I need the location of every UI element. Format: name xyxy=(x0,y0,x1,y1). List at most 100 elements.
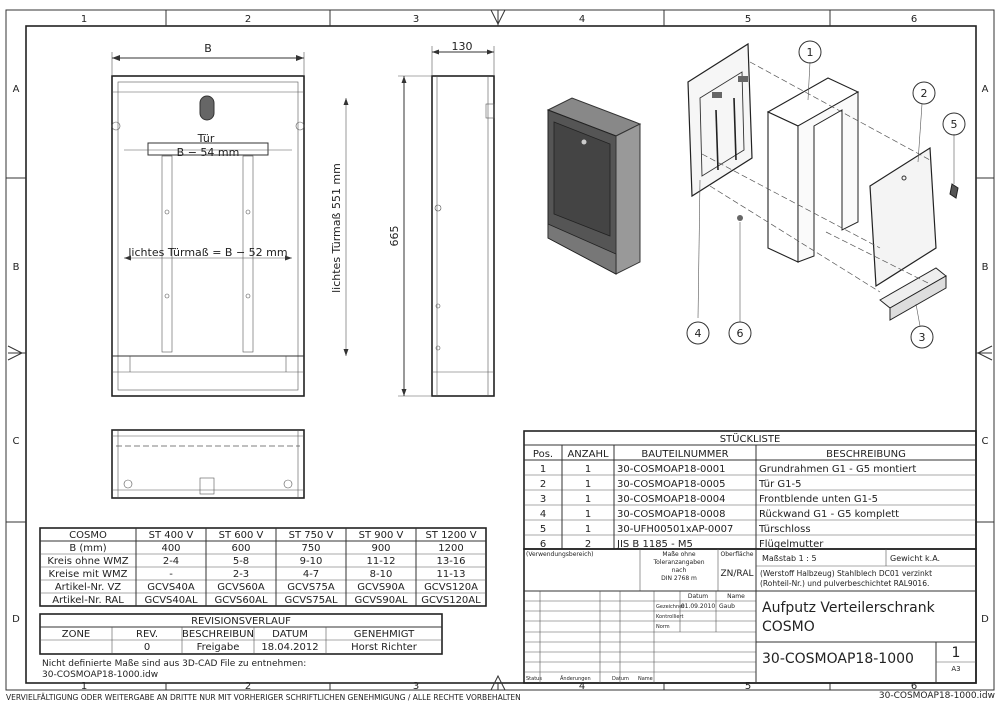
zone-col-4-bottom: 4 xyxy=(579,681,585,692)
parts-row-pos: 6 xyxy=(540,539,546,550)
surface-value: ZN/RAL xyxy=(721,569,754,579)
zone-col-1-bottom: 1 xyxy=(81,681,87,692)
material-line-1: (Werstoff Halbzeug) Stahlblech DC01 verz… xyxy=(760,569,932,578)
balloon-4: 4 xyxy=(695,327,702,340)
front-view xyxy=(111,52,349,397)
exploded-view xyxy=(686,40,966,349)
variant-cell: GCVS60AL xyxy=(214,595,267,606)
parts-row-desc: Flügelmutter xyxy=(759,539,824,550)
variant-cell: 8-10 xyxy=(370,569,393,580)
cabinet-isometric-view xyxy=(546,97,642,275)
sheet-format: A3 xyxy=(951,665,960,673)
parts-row-pos: 3 xyxy=(540,494,546,505)
sheet-number: 1 xyxy=(952,645,961,661)
revision-header: DATUM xyxy=(272,629,308,640)
parts-row-qty: 1 xyxy=(585,464,591,475)
variant-cell: 4-7 xyxy=(303,569,319,580)
revision-header: GENEHMIGT xyxy=(354,629,415,640)
zone-row-a: A xyxy=(13,84,20,95)
zone-col-1: 1 xyxy=(81,14,87,25)
revision-title: REVISIONSVERLAUF xyxy=(191,616,291,627)
zone-row-a-right: A xyxy=(982,84,989,95)
surface-label: Oberfläche xyxy=(721,551,754,558)
variant-cell: GCVS90AL xyxy=(354,595,407,606)
parts-row-number: 30-COSMOAP18-0004 xyxy=(617,494,726,505)
dim-width-b: B xyxy=(204,42,212,55)
variant-cell: GCVS60A xyxy=(217,582,265,593)
clear-width-label: lichtes Türmaß = B − 52 mm xyxy=(128,246,287,259)
file-name: 30-COSMOAP18-1000.idw xyxy=(879,691,995,701)
variant-header: COSMO xyxy=(69,530,107,541)
zone-col-5: 5 xyxy=(745,14,751,25)
revision-table xyxy=(39,613,443,655)
parts-row-qty: 1 xyxy=(585,479,591,490)
balloon-6: 6 xyxy=(737,327,744,340)
tolerance-4: DIN 2768 m xyxy=(661,575,697,582)
variant-header: ST 1200 V xyxy=(425,530,476,541)
drawn-label: Gezeichnet xyxy=(656,604,684,610)
variant-cell: GCVS40AL xyxy=(144,595,197,606)
status-name-label: Name xyxy=(638,676,653,682)
variant-cell: 9-10 xyxy=(300,556,323,567)
parts-header-qty: ANZAHL xyxy=(567,449,609,460)
variant-row-label: Kreis ohne WMZ xyxy=(47,556,128,567)
variant-cell: 600 xyxy=(231,543,250,554)
title-block xyxy=(523,548,977,684)
balloon-5: 5 xyxy=(951,118,958,131)
datum-label: Datum xyxy=(688,593,708,600)
variant-cell: GCVS75AL xyxy=(284,595,337,606)
drawn-date: 01.09.2010 xyxy=(681,603,716,610)
parts-row-number: 30-COSMOAP18-0008 xyxy=(617,509,726,520)
parts-row-desc: Rückwand G1 - G5 komplett xyxy=(759,509,899,520)
parts-row-pos: 2 xyxy=(540,479,546,490)
variant-cell: 2-4 xyxy=(163,556,179,567)
zone-row-b: B xyxy=(13,262,20,273)
variant-row-label: B (mm) xyxy=(69,543,106,554)
parts-header-number: BAUTEILNUMMER xyxy=(641,449,728,460)
balloon-2: 2 xyxy=(921,87,928,100)
variant-row-label: Artikel-Nr. RAL xyxy=(52,595,124,606)
parts-row-desc: Frontblende unten G1-5 xyxy=(759,494,878,505)
copyright-note: VERVIELFÄLTIGUNG ODER WEITERGABE AN DRIT… xyxy=(6,693,521,702)
parts-row-qty: 2 xyxy=(585,539,591,550)
outer-border xyxy=(5,9,995,691)
door-label: Tür xyxy=(197,132,215,145)
status-datum-label: Datum xyxy=(612,676,629,682)
revision-header: ZONE xyxy=(62,629,91,640)
centring-marks xyxy=(7,9,993,691)
drawn-name: Gaub xyxy=(719,603,735,610)
drawing-number: 30-COSMOAP18-1000 xyxy=(762,651,914,667)
side-view xyxy=(398,46,495,397)
changes-label: Änderungen xyxy=(560,675,591,682)
zone-col-2: 2 xyxy=(245,14,251,25)
variant-cell: - xyxy=(169,569,173,580)
tolerance-2: Toleranzangaben xyxy=(652,559,704,566)
scale-field: Maßstab 1 : 5 xyxy=(762,554,817,563)
variant-header: ST 600 V xyxy=(219,530,264,541)
parts-row-number: 30-COSMOAP18-0001 xyxy=(617,464,726,475)
parts-row-desc: Grundrahmen G1 - G5 montiert xyxy=(759,464,916,475)
zone-row-b-right: B xyxy=(982,262,989,273)
parts-row-desc: Tür G1-5 xyxy=(758,479,801,490)
zone-row-d: D xyxy=(12,614,20,625)
zone-col-2-bottom: 2 xyxy=(245,681,251,692)
parts-row-pos: 4 xyxy=(540,509,546,520)
revision-header: REV. xyxy=(136,629,158,640)
tolerance-3: nach xyxy=(672,567,687,574)
usage-field: (Verwendungsbereich) xyxy=(526,551,594,558)
variant-cell: GCVS40A xyxy=(147,582,195,593)
zone-col-4: 4 xyxy=(579,14,585,25)
parts-row-qty: 1 xyxy=(585,494,591,505)
zone-col-3: 3 xyxy=(413,14,419,25)
variant-cell: GCVS120AL xyxy=(421,595,481,606)
variant-cell: 400 xyxy=(161,543,180,554)
status-label: Status xyxy=(526,676,542,682)
variant-header: ST 900 V xyxy=(359,530,404,541)
variant-cell: 750 xyxy=(301,543,320,554)
top-view xyxy=(111,429,305,499)
clear-height-label: lichtes Türmaß 551 mm xyxy=(330,163,343,293)
drawing-title-2: COSMO xyxy=(762,619,815,635)
checked-label: Kontrolliert xyxy=(656,614,684,620)
revision-cell: Horst Richter xyxy=(351,642,418,653)
